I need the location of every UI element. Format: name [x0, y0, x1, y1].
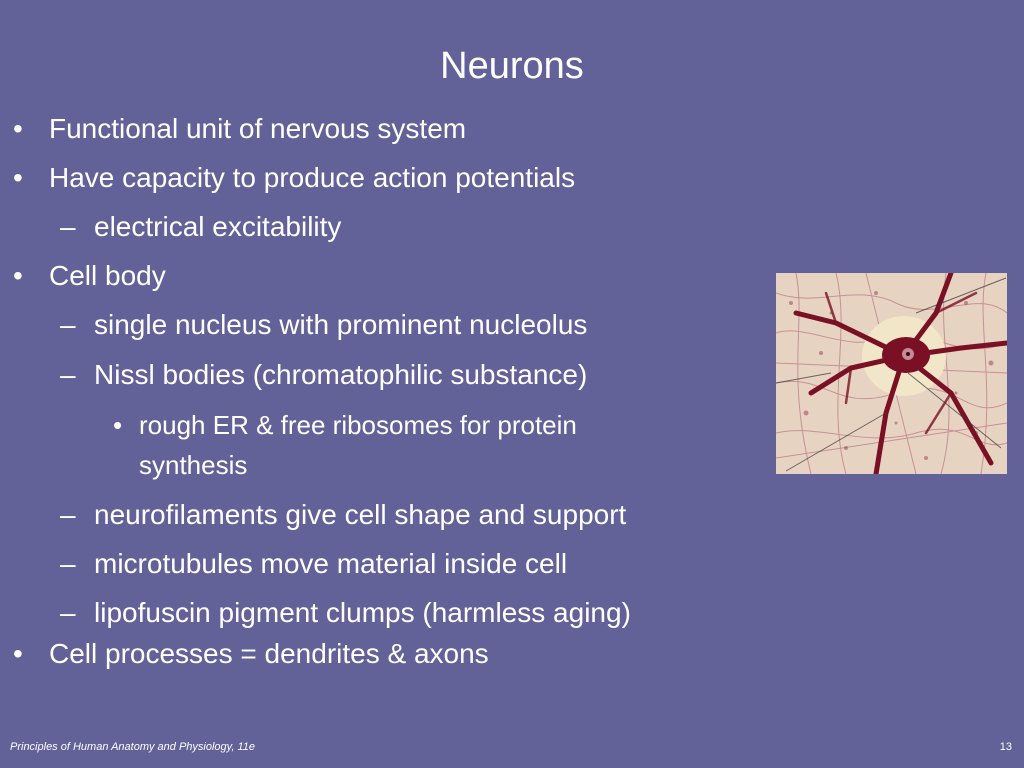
sub-bullet-text: microtubules move material inside cell [94, 548, 568, 579]
sub-bullet-item: – lipofuscin pigment clumps (harmless ag… [60, 596, 631, 630]
bullet-item: • Functional unit of nervous system [13, 112, 467, 146]
sub-bullet-item: – electrical excitability [60, 210, 342, 244]
sub-bullet-text: Nissl bodies (chromatophilic substance) [94, 359, 588, 390]
third-level-continuation: synthesis [139, 449, 247, 481]
bullet-marker: • [13, 260, 23, 291]
sub-bullet-item: – microtubules move material inside cell [60, 547, 568, 581]
page-number: 13 [999, 741, 1012, 753]
dash-marker: – [60, 309, 76, 340]
dash-marker: – [60, 359, 76, 390]
bullet-marker: • [113, 410, 123, 440]
bullet-item: • Have capacity to produce action potent… [13, 161, 576, 195]
bullet-marker: • [13, 638, 23, 669]
bullet-text: Functional unit of nervous system [49, 113, 467, 144]
bullet-marker: • [13, 113, 23, 144]
footer-source: Principles of Human Anatomy and Physiolo… [10, 741, 255, 753]
third-level-text: rough ER & free ribosomes for protein [139, 410, 577, 440]
dash-marker: – [60, 211, 76, 242]
bullet-item: • Cell processes = dendrites & axons [13, 637, 489, 671]
bullet-item: • Cell body [13, 259, 166, 293]
dash-marker: – [60, 499, 76, 530]
neuron-micrograph-image [776, 273, 1007, 474]
sub-bullet-text: neurofilaments give cell shape and suppo… [94, 499, 627, 530]
sub-bullet-item: – neurofilaments give cell shape and sup… [60, 498, 627, 532]
bullet-text: Cell processes = dendrites & axons [49, 638, 489, 669]
sub-bullet-text: lipofuscin pigment clumps (harmless agin… [94, 597, 631, 628]
third-level-bullet-item: • rough ER & free ribosomes for protein [113, 409, 577, 441]
dash-marker: – [60, 548, 76, 579]
dash-marker: – [60, 597, 76, 628]
bullet-marker: • [13, 162, 23, 193]
third-level-text: synthesis [139, 450, 248, 480]
bullet-text: Cell body [49, 260, 166, 291]
sub-bullet-item: – Nissl bodies (chromatophilic substance… [60, 358, 588, 392]
sub-bullet-text: electrical excitability [94, 211, 342, 242]
bullet-text: Have capacity to produce action potentia… [49, 162, 576, 193]
slide-title: Neurons [440, 45, 584, 87]
sub-bullet-item: – single nucleus with prominent nucleolu… [60, 308, 588, 342]
sub-bullet-text: single nucleus with prominent nucleolus [94, 309, 588, 340]
